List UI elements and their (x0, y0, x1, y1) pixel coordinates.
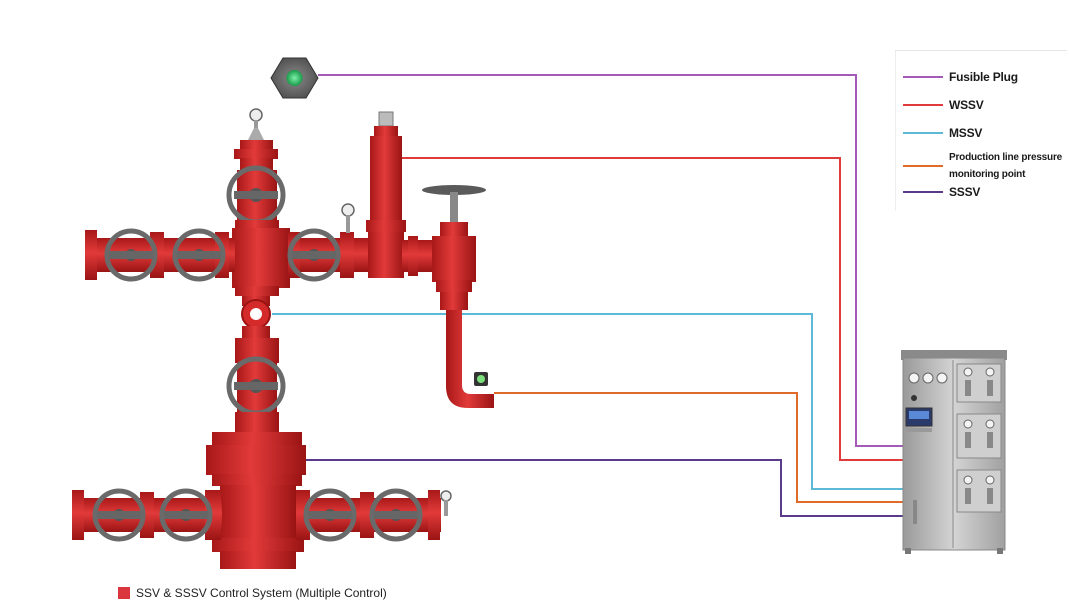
production-gate-valve (422, 185, 494, 408)
legend-label: Production line pressure monitoring poin… (949, 152, 1063, 180)
legend-label: Fusible Plug (949, 70, 1018, 84)
legend-label: WSSV (949, 98, 984, 112)
wssv-line (398, 157, 903, 461)
caption-swatch (118, 587, 130, 599)
legend-swatch (903, 165, 943, 167)
legend-swatch (903, 104, 943, 106)
caption: SSV & SSSV Control System (Multiple Cont… (118, 586, 387, 600)
legend-swatch (903, 132, 943, 134)
lower-right-wing (296, 488, 452, 542)
legend-item-sssv: SSSV (903, 182, 980, 202)
production-line (494, 392, 903, 503)
legend: Fusible Plug WSSV MSSV Production line p… (895, 50, 1067, 211)
legend-item-mssv: MSSV (903, 123, 982, 143)
legend-label: MSSV (949, 126, 983, 140)
wssv-actuator (366, 111, 436, 278)
legend-swatch (903, 191, 943, 193)
upper-left-wing (85, 228, 235, 282)
christmas-tree (206, 108, 306, 569)
mssv-line (272, 313, 903, 490)
legend-item-fusible-plug: Fusible Plug (903, 67, 1018, 87)
fusible-plug (270, 57, 319, 99)
fusible-plug-line (318, 74, 903, 447)
control-cabinet (901, 350, 1007, 554)
lower-left-wing (72, 488, 222, 542)
legend-item-wssv: WSSV (903, 95, 984, 115)
upper-right-wing (287, 203, 368, 282)
legend-swatch (903, 76, 943, 78)
caption-text: SSV & SSSV Control System (Multiple Cont… (136, 586, 387, 600)
legend-item-production-line: Production line pressure monitoring poin… (903, 149, 1062, 183)
sssv-line (305, 459, 903, 517)
legend-label: SSSV (949, 185, 981, 199)
